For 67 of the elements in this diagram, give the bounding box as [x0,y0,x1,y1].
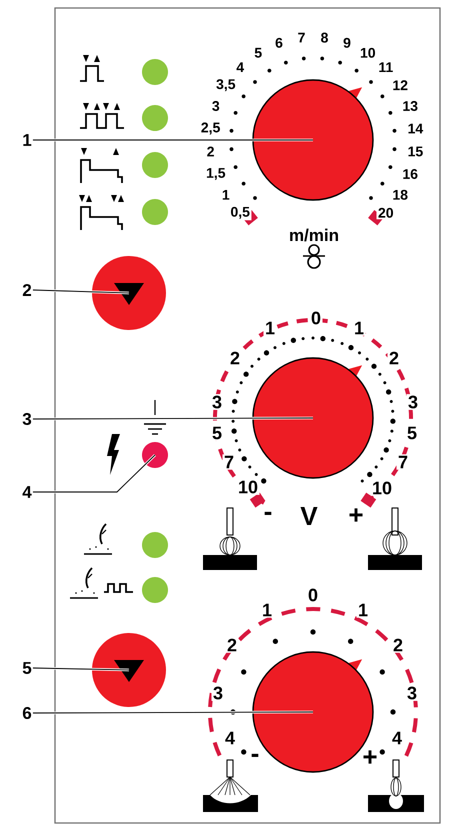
scale-label: 3 [212,685,224,701]
scale-label: 18 [390,188,410,202]
scale-label: 1,5 [204,166,228,182]
scale-label: 4 [234,60,246,74]
push-button [92,633,166,707]
scale-label: 2 [226,637,238,653]
scale-label: 10 [370,480,394,496]
scale-label: + [360,748,380,768]
callout-number: 6 [22,706,32,720]
scale-label: 1 [264,320,276,336]
scale-label: 11 [376,60,395,74]
scale-label: 1 [352,320,366,336]
scale-label: 1 [356,602,370,618]
scale-label: 10 [358,46,378,60]
leader-line [32,710,314,714]
scale-label: 14 [406,122,425,135]
scale-label: 1 [220,188,232,202]
scale-label: 8 [319,31,330,44]
scale-label: 4 [390,730,404,746]
leader-line [32,454,156,494]
scale-label: m/min [287,227,341,243]
scale-label: 5 [406,425,418,441]
scale-label: 7 [296,31,307,44]
scale-label: 0 [310,310,322,326]
scale-label: 6 [274,36,284,50]
leader-line [32,416,314,420]
scale-label: 3 [210,100,222,112]
rotary-knob [252,79,374,201]
scale-label: 7 [396,454,410,470]
scale-label: 20 [376,206,396,220]
scale-label: 5 [210,425,224,441]
scale-label: 13 [400,100,420,112]
scale-label: V [298,506,320,526]
scale-label: 2 [205,145,216,158]
scale-label: 2,5 [199,121,222,136]
scale-label: - [262,510,274,522]
callout-number: 3 [22,412,32,426]
scale-label: 16 [400,168,420,180]
scale-label: - [249,752,261,764]
scale-label: 3,5 [214,78,238,93]
leader-line [32,666,130,672]
scale-label: 2 [392,637,404,653]
scale-label: 0 [306,587,320,603]
scale-label: 12 [390,78,410,92]
scale-label: 5 [252,46,264,60]
callout-number: 1 [23,134,32,146]
scale-label: 7 [222,454,236,470]
scale-label: 1 [260,602,274,618]
scale-label: 4 [224,730,236,746]
callout-number: 5 [22,662,32,674]
indicator-light [142,442,168,468]
leader-line [32,288,130,294]
scale-label: 2 [228,350,242,366]
scale-label: 2 [388,350,400,366]
scale-label: 3 [406,394,420,410]
scale-label: 3 [406,685,418,701]
push-button [92,256,166,330]
callout-number: 4 [22,486,32,498]
scale-label: 10 [236,479,260,495]
scale-label: 15 [406,145,425,158]
scale-label: 9 [342,36,352,50]
leader-line [32,138,314,142]
rotary-knob [252,357,374,479]
scale-label: 3 [210,394,224,410]
callout-number: 2 [22,284,32,296]
scale-label: 0,5 [228,205,252,220]
scale-label: + [346,506,366,526]
